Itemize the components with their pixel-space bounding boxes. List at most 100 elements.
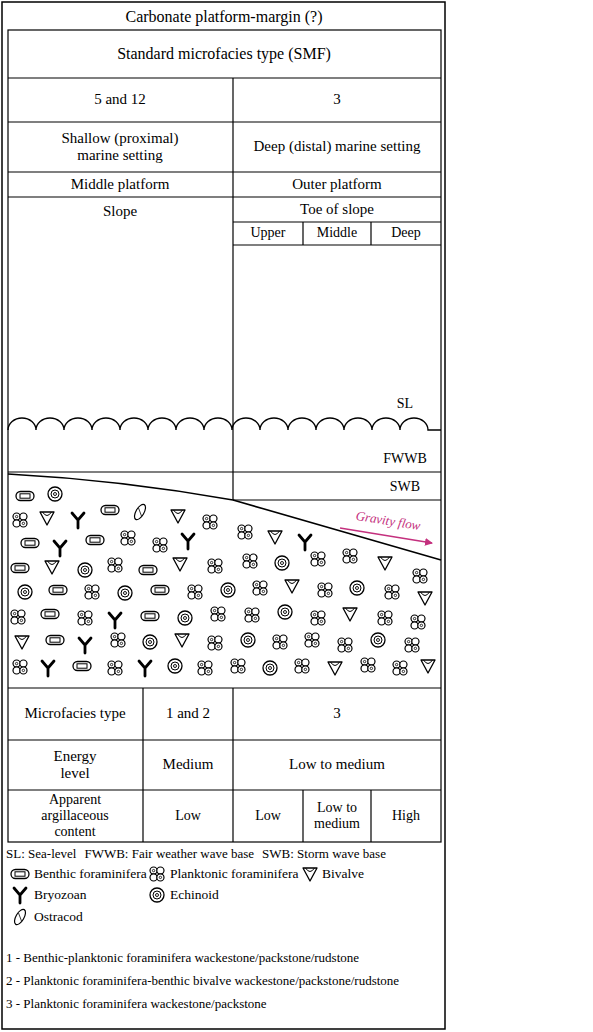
fossil-symbol: [21, 539, 39, 548]
fossil-symbol: [11, 610, 25, 624]
fossil-symbol: [343, 549, 357, 563]
fossil-symbol: [385, 585, 399, 599]
fossil-symbol: [211, 607, 225, 621]
fossil-symbol: [208, 636, 222, 650]
table-rule: [8, 789, 441, 790]
fossil-symbol: [311, 611, 325, 625]
table-rule: [8, 471, 441, 472]
table-cell: 1 and 2: [145, 705, 231, 722]
microfacies-note: 3 - Planktonic foraminifera wackestone/p…: [6, 997, 267, 1012]
table-cell: Shallow (proximal) marine setting: [40, 130, 200, 165]
level-label: SL: [385, 396, 425, 412]
fossil-symbol: [78, 563, 92, 577]
table-rule: [233, 221, 441, 222]
fossil-symbol: [171, 510, 185, 523]
table-rule: [8, 121, 441, 122]
fossil-symbol: [11, 564, 29, 573]
fossil-symbol: [86, 536, 104, 545]
legend-text: Benthic foraminifera: [34, 866, 147, 882]
legend-symbol: [14, 888, 26, 903]
table-rule: [370, 222, 371, 245]
fossil-symbol: [54, 541, 66, 556]
slope-profile: [8, 474, 441, 560]
fossil-symbol: [121, 531, 135, 545]
fossil-symbol: [311, 552, 325, 566]
table-rule: [8, 739, 441, 740]
fossil-symbol: [13, 513, 27, 527]
fossil-symbol: [143, 635, 157, 649]
table-cell: 3: [237, 705, 437, 722]
fossil-symbol: [338, 638, 352, 652]
fossil-symbol: [343, 608, 357, 621]
fossil-symbol: [295, 659, 309, 673]
fossil-symbol: [13, 660, 27, 674]
fossil-symbol: [173, 558, 187, 571]
fossil-symbol: [203, 515, 217, 529]
fossil-symbol: [18, 585, 32, 599]
fossil-symbol: [153, 538, 167, 552]
fossil-symbol: [139, 566, 157, 575]
fossil-symbol: [132, 503, 147, 522]
fossil-symbol: [371, 633, 385, 647]
abbreviation-note: FWWB: Fair weather wave base: [84, 847, 254, 862]
legend-symbol: [303, 868, 317, 881]
fossil-symbol: [49, 586, 67, 595]
microfacies-note: 2 - Planktonic foraminifera-benthic biva…: [6, 974, 399, 989]
fossil-symbol: [361, 658, 375, 672]
fossil-symbol: [109, 613, 121, 628]
fossil-symbol: [101, 506, 119, 515]
table-rule: [370, 790, 371, 842]
fossil-symbol: [45, 561, 59, 574]
fossil-symbol: [178, 611, 192, 625]
table-cell: Medium: [145, 756, 231, 773]
legend-symbol: [11, 870, 29, 879]
table-cell: Standard microfacies type (SMF): [14, 45, 434, 63]
fossil-symbol: [16, 492, 34, 501]
legend-text: Planktonic foraminifera: [170, 866, 299, 882]
table-cell: Energy level: [40, 748, 110, 783]
fossil-symbol: [168, 659, 182, 673]
fossil-symbol: [221, 583, 235, 597]
fossil-symbol: [188, 585, 202, 599]
sea-level-wave: [8, 418, 441, 430]
fossil-symbol: [273, 635, 287, 649]
legend-symbol: [150, 867, 164, 881]
table-cell: Outer platform: [237, 176, 437, 193]
fossil-symbol: [46, 636, 64, 645]
level-label: SWB: [380, 479, 430, 495]
fossil-symbol: [48, 487, 62, 501]
fossil-symbol: [245, 608, 259, 622]
table-rule: [8, 171, 441, 172]
fossil-symbol: [15, 636, 29, 649]
fossil-symbol: [285, 580, 299, 593]
table-cell: Apparent argillaceous content: [20, 792, 130, 840]
fossil-symbol: [305, 633, 319, 647]
table-rule: [302, 222, 303, 245]
table-border: [8, 30, 441, 842]
fossil-symbol: [151, 586, 169, 595]
abbreviation-note: SWB: Storm wave base: [262, 847, 386, 862]
table-cell: High: [373, 808, 439, 824]
table-cell: Microfacies type: [20, 705, 130, 722]
table-rule: [232, 688, 233, 842]
fossil-symbol: [405, 638, 419, 652]
legend-text: Bryozoan: [34, 887, 86, 903]
fossil-symbol: [41, 610, 59, 619]
fossil-symbol: [208, 559, 222, 573]
table-rule: [302, 790, 303, 842]
legend-text: Bivalve: [322, 866, 364, 882]
fossil-symbol: [141, 612, 159, 621]
level-label: FWWB: [375, 451, 435, 467]
table-rule: [8, 196, 441, 197]
fossil-symbol: [139, 661, 151, 676]
table-cell: Upper: [235, 225, 301, 241]
legend-symbol: [12, 908, 27, 927]
table-cell: Deep (distal) marine setting: [235, 138, 439, 155]
table-rule: [8, 77, 441, 78]
fossil-symbol: [418, 592, 432, 605]
table-cell: Middle platform: [20, 176, 220, 193]
fossil-symbol: [411, 615, 425, 629]
fossil-symbol: [253, 581, 267, 595]
fossil-symbol: [318, 583, 332, 597]
